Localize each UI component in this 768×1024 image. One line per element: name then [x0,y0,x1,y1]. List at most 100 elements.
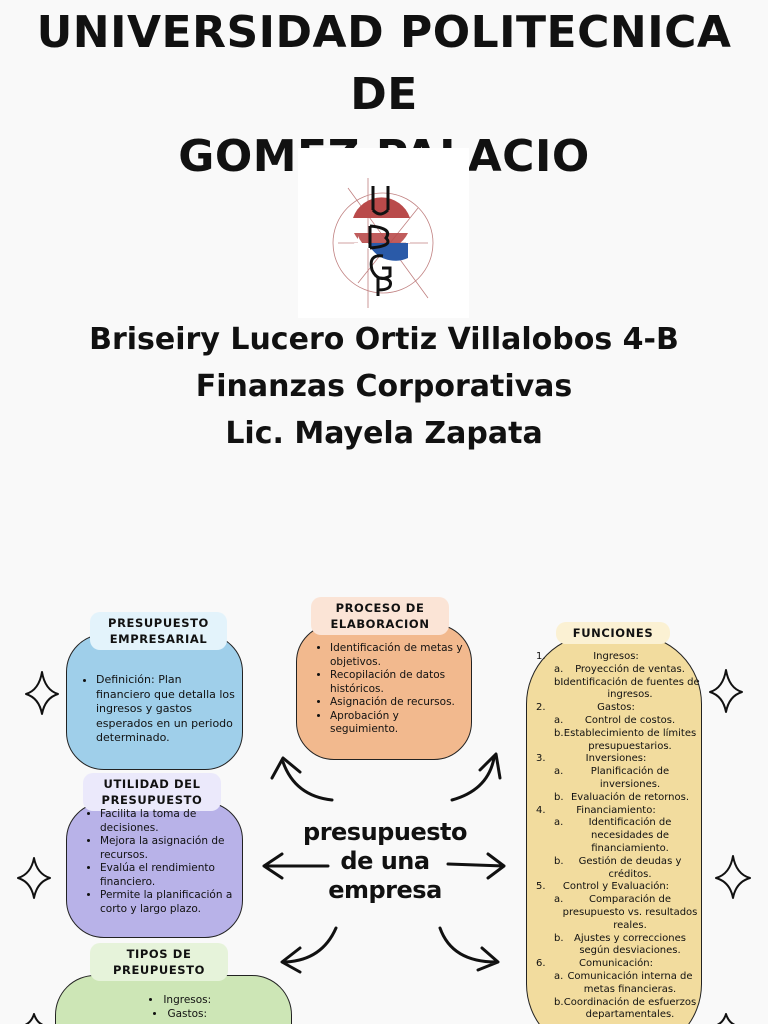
proceso-elaboracion-title: PROCESO DE ELABORACION [311,597,449,635]
tipos-presupuesto-text: Ingresos: Gastos: [105,994,255,1021]
title-line: PRESUPUESTO [108,616,209,630]
list-item: Permite la planificación a corto y largo… [100,889,234,916]
list-item: Gastos: [105,1008,255,1022]
funciones-sub: b.Establecimiento de límites presupuesta… [530,728,702,754]
central-topic-line: de una [340,847,430,875]
group-number: 1. [536,651,546,662]
title-line: TIPOS DE [126,947,192,961]
sparkle-icon [715,855,751,899]
group-name: Financiamiento: [576,804,656,816]
sub-letter: b. [554,727,564,739]
funciones-sub: a.Planificación de inversiones. [530,766,702,792]
sub-letter: b. [554,996,564,1008]
sub-text: Gestión de deudas y créditos. [578,855,682,880]
title-line: UTILIDAD DEL [103,777,201,791]
list-item: Mejora la asignación de recursos. [100,835,234,862]
funciones-sub: b.Coordinación de esfuerzos departamenta… [530,997,702,1023]
arrow-down-left-icon [280,926,338,974]
university-logo-icon [332,178,434,308]
funciones-sub: b. Evaluación de retornos. [530,792,702,805]
sub-text: Comparación de presupuesto vs. resultado… [562,894,698,931]
group-number: 6. [536,958,546,970]
list-item: Recopilación de datos históricos. [330,669,464,696]
sub-text: Identificación de necesidades de financi… [588,817,672,854]
sparkle-icon [17,857,51,899]
group-name: Comunicación: [578,958,654,970]
sub-text: Evaluación de retornos. [570,791,690,803]
proceso-elaboracion-bubble [296,624,472,760]
sub-text: Comunicación interna de metas financiera… [567,970,693,995]
university-title-line1: UNIVERSIDAD POLITECNICA DE [36,7,732,120]
title-line: FUNCIONES [572,626,654,640]
central-topic: presupuesto de una empresa [280,818,490,905]
sub-letter: b. [554,676,564,688]
arrow-right-icon [446,852,506,880]
group-name: Gastos: [597,702,635,714]
sub-letter: a. [554,970,564,982]
group-number: 4. [536,804,546,816]
sub-letter: a. [554,817,564,829]
funciones-sub: b.Identificación de fuentes de ingresos. [530,677,702,703]
funciones-sub: a.Comparación de presupuesto vs. resulta… [530,894,702,932]
sub-letter: b. [554,791,564,803]
teacher-name: Lic. Mayela Zapata [225,416,543,451]
utilidad-presupuesto-title: UTILIDAD DEL PRESUPUESTO [83,773,221,811]
presupuesto-empresarial-text: Definición: Plan financiero que detalla … [80,673,235,746]
funciones-bubble [526,634,702,1024]
sub-letter: a. [554,766,564,778]
sub-letter: b. [554,932,564,944]
title-line: EMPRESARIAL [109,632,208,646]
list-item: Facilita la toma de decisiones. [100,808,234,835]
arrow-left-icon [262,852,330,880]
tipos-presupuesto-title: TIPOS DE PREUPUESTO [90,943,228,981]
group-name: Inversiones: [585,753,647,765]
central-topic-line: presupuesto [303,818,467,846]
sparkle-icon [709,669,743,713]
sub-text: Establecimiento de límites presupuestari… [563,727,697,752]
funciones-group: 5. Control y Evaluación: [530,881,702,894]
sub-letter: a. [554,894,564,906]
university-logo [298,148,469,318]
funciones-group: 4. Financiamiento: [530,805,702,818]
arrow-up-left-icon [270,756,334,802]
funciones-sub: a.Control de costos. [530,715,702,728]
arrow-up-right-icon [450,752,502,802]
funciones-sub: a.Proyección de ventas. [530,664,702,677]
funciones-list: 1.Ingresos: a.Proyección de ventas. b.Id… [530,651,702,1022]
funciones-sub: b. Gestión de deudas y créditos. [530,856,702,882]
title-line: PREUPUESTO [112,963,205,977]
group-number: 3. [536,753,546,765]
sub-text: Proyección de ventas. [575,663,685,675]
arrow-down-right-icon [438,926,500,972]
sub-text: Coordinación de esfuerzos departamentale… [563,996,697,1021]
sub-letter: b. [554,855,564,867]
sparkle-icon [25,671,59,715]
sub-text: Control de costos. [584,714,676,726]
list-item: Identificación de metas y objetivos. [330,642,464,669]
utilidad-presupuesto-text: Facilita la toma de decisiones. Mejora l… [84,808,234,916]
title-line: ELABORACION [330,617,430,631]
list-item: Asignación de recursos. [330,696,464,710]
group-number: 5. [536,881,546,893]
central-topic-line: empresa [328,876,442,904]
list-item: Evalúa el rendimiento financiero. [100,862,234,889]
funciones-group: 2.Gastos: [530,702,702,715]
student-name: Briseiry Lucero Ortiz Villalobos 4-B [89,322,679,357]
list-item: Ingresos: [105,994,255,1008]
funciones-sub: a.Comunicación interna de metas financie… [530,971,702,997]
university-title: UNIVERSIDAD POLITECNICA DE GOMEZ PALACIO [0,2,768,188]
group-name: Ingresos: [593,651,639,662]
title-line: PROCESO DE [335,601,425,615]
list-item: Aprobación y seguimiento. [330,710,464,737]
funciones-group: 1. Ingresos: [530,651,702,664]
funciones-group: 6. Comunicación: [530,958,702,971]
utilidad-presupuesto-bubble [66,802,243,938]
sub-text: Identificación de fuentes de ingresos. [560,676,700,701]
funciones-sub: b.Ajustes y correcciones según desviacio… [530,933,702,959]
group-name: Control y Evaluación: [562,881,670,893]
title-line: PRESUPUESTO [101,793,203,807]
funciones-title: FUNCIONES [556,622,670,644]
proceso-elaboracion-text: Identificación de metas y objetivos. Rec… [314,642,464,737]
list-item: Definición: Plan financiero que detalla … [96,673,235,746]
